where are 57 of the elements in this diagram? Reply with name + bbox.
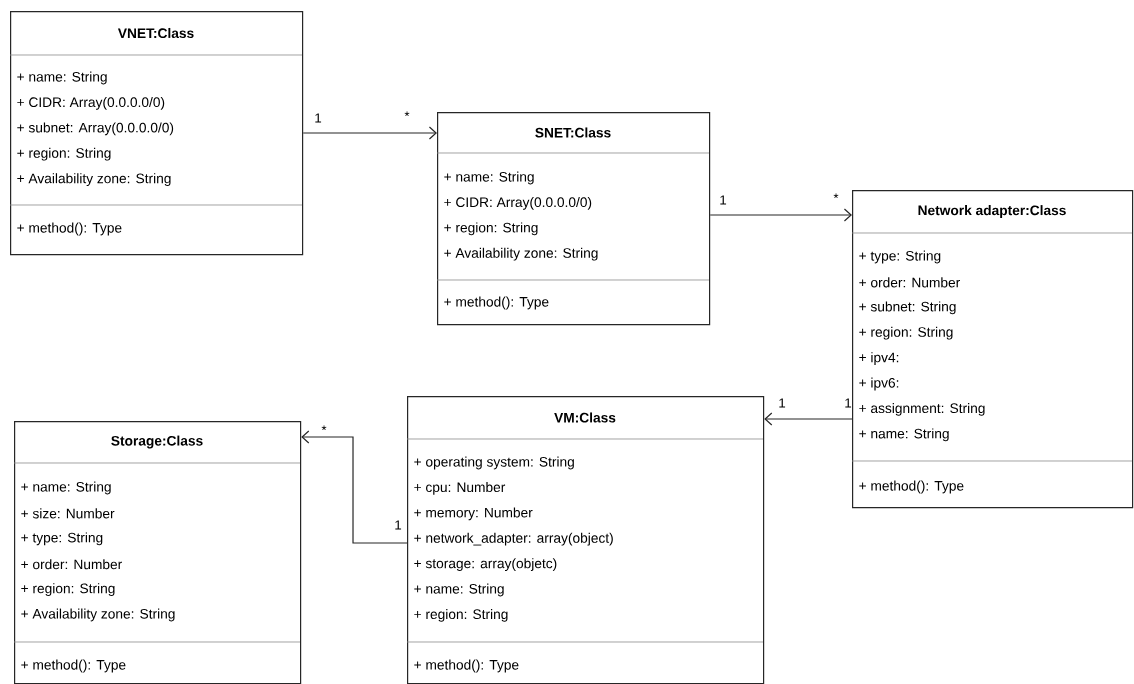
association-arrow [301, 430, 408, 544]
method-text: + method(): Type [444, 296, 549, 310]
class-box [436, 112, 711, 326]
attribute-text: + subnet: String [859, 301, 956, 315]
attribute-text: + Availability zone: String [17, 173, 171, 186]
multiplicity-label: 1 [779, 398, 786, 408]
class-title: SNET:Class [535, 127, 611, 138]
multiplicity-label: * [833, 193, 839, 199]
attribute-text: + region: String [414, 609, 508, 622]
attribute-text: + storage: array(objetc) [414, 558, 557, 571]
multiplicity-label: 1 [315, 113, 322, 123]
multiplicity-label: * [404, 111, 410, 117]
attribute-text: + name: String [414, 583, 504, 597]
class-title: Network adapter:Class [918, 205, 1066, 218]
multiplicity-label: * [321, 425, 327, 431]
attribute-text: + CIDR: Array(0.0.0.0/0) [17, 97, 165, 110]
class-title: VM:Class [554, 412, 616, 423]
attribute-text: + region: String [859, 326, 953, 340]
method-text: + method(): Type [17, 222, 122, 236]
association-arrow [709, 208, 852, 222]
attribute-text: + CIDR: Array(0.0.0.0/0) [444, 197, 592, 210]
attribute-text: + name: String [859, 428, 949, 442]
attribute-text: + memory: Number [414, 507, 533, 521]
attribute-text: + order: Number [859, 277, 960, 288]
attribute-text: + name: String [17, 71, 107, 85]
attribute-text: + ipv4: [859, 352, 899, 365]
attribute-text: + network_adapter: array(object) [414, 532, 613, 546]
attribute-text: + type: String [859, 250, 941, 264]
multiplicity-label: 1 [845, 398, 852, 408]
attribute-text: + name: String [444, 171, 534, 185]
attribute-text: + region: String [444, 222, 538, 236]
class-box [406, 396, 765, 684]
class-title: Storage:Class [111, 435, 203, 449]
multiplicity-label: 1 [395, 520, 402, 530]
class-box [13, 421, 302, 684]
method-text: + method(): Type [21, 659, 126, 673]
method-text: + method(): Type [859, 480, 964, 494]
class-box [851, 190, 1134, 509]
attribute-text: + size: Number [21, 508, 115, 519]
multiplicity-label: 1 [720, 195, 727, 205]
method-text: + method(): Type [414, 659, 519, 673]
attribute-text: + subnet: Array(0.0.0.0/0) [17, 122, 174, 136]
attribute-text: + cpu: Number [414, 482, 506, 495]
attribute-text: + Availability zone: String [21, 608, 175, 622]
attribute-text: + operating system: String [414, 456, 574, 470]
class-box [9, 11, 304, 256]
class-title: VNET:Class [117, 27, 194, 39]
association-arrow [302, 126, 437, 140]
attribute-text: + region: String [17, 147, 111, 161]
attribute-text: + assignment: String [859, 403, 985, 416]
attribute-text: + Availability zone: String [444, 247, 598, 261]
attribute-text: + region: String [21, 583, 115, 596]
attribute-text: + name: String [21, 481, 111, 495]
attribute-text: + ipv6: [859, 377, 899, 391]
attribute-text: + order: Number [21, 559, 122, 570]
attribute-text: + type: String [21, 532, 103, 546]
association-arrow [764, 412, 853, 426]
